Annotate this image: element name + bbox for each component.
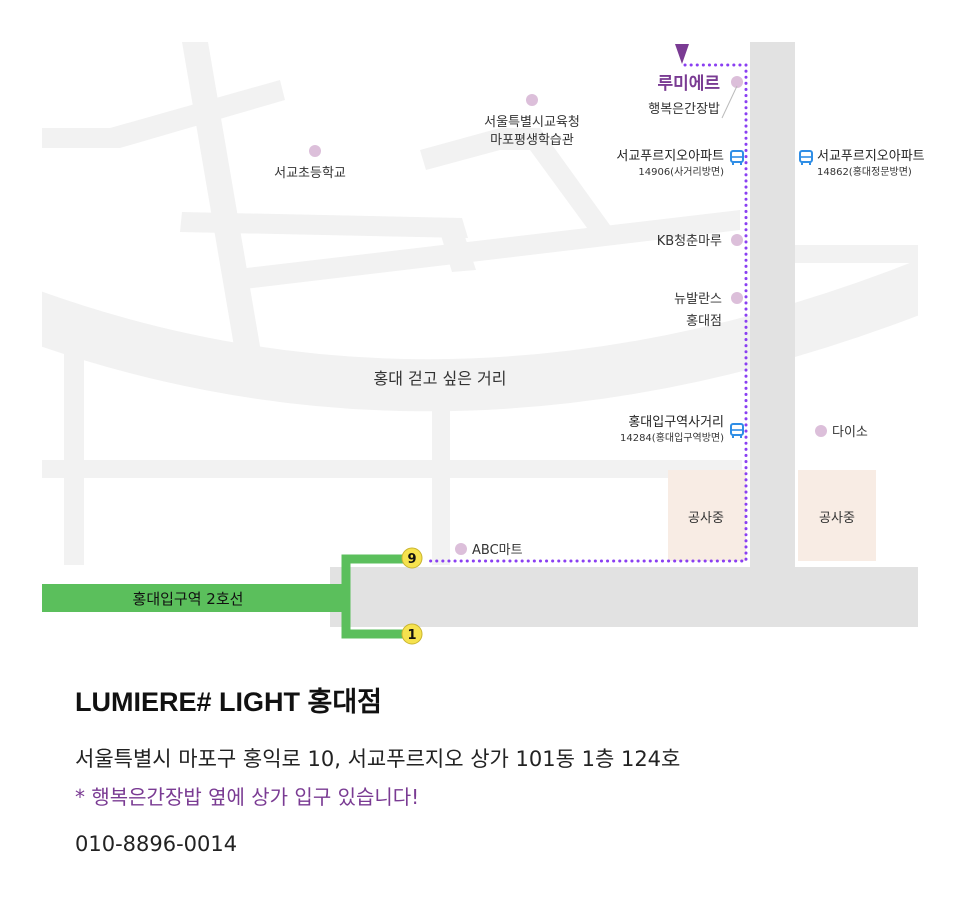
bus-stop-west: 서교푸르지오아파트 14906(사거리방면) xyxy=(616,149,744,178)
subway-exit-connector xyxy=(341,554,412,639)
subway-line-label: 홍대입구역 2호선 xyxy=(133,590,244,608)
exit-9-badge[interactable]: 9 xyxy=(401,547,423,569)
svg-text:9: 9 xyxy=(407,552,416,567)
svg-text:14284(홍대입구역방면): 14284(홍대입구역방면) xyxy=(620,431,724,444)
horizontal-road xyxy=(330,567,918,627)
poi-daiso: 다이소 xyxy=(815,425,868,440)
poi-learning-center: 서울특별시교육청 마포평생학습관 xyxy=(484,94,580,148)
vertical-road xyxy=(750,42,795,627)
destination-neighbor-label: 행복은간장밥 xyxy=(648,101,720,117)
poi-new-balance: 뉴발란스 홍대점 xyxy=(674,292,743,329)
bus-stop-east: 서교푸르지오아파트 14862(홍대정문방면) xyxy=(799,149,925,178)
construction-label-1: 공사중 xyxy=(688,511,724,526)
svg-text:마포평생학습관: 마포평생학습관 xyxy=(490,133,574,148)
svg-text:서울특별시교육청: 서울특별시교육청 xyxy=(484,115,580,130)
store-info: LUMIERE# LIGHT 홍대점 서울특별시 마포구 홍익로 10, 서교푸… xyxy=(75,680,935,856)
location-map: 공사중 공사중 홍대 걷고 싶은 거리 홍대입구역 2호선 9 1 루미에르 행… xyxy=(42,42,925,645)
walking-street-label: 홍대 걷고 싶은 거리 xyxy=(373,369,506,388)
svg-text:14906(사거리방면): 14906(사거리방면) xyxy=(638,166,724,178)
entrance-notice: * 행복은간장밥 옆에 상가 입구 있습니다! xyxy=(75,785,420,809)
exit-1-badge[interactable]: 1 xyxy=(401,623,423,645)
svg-text:ABC마트: ABC마트 xyxy=(472,543,523,558)
store-address: 서울특별시 마포구 홍익로 10, 서교푸르지오 상가 101동 1층 124호 xyxy=(75,747,681,771)
svg-text:14862(홍대정문방면): 14862(홍대정문방면) xyxy=(817,165,912,178)
svg-text:홍대점: 홍대점 xyxy=(686,314,722,329)
walking-route xyxy=(423,63,748,563)
poi-kb-youth-hall: KB청춘마루 xyxy=(657,234,743,249)
construction-block-1 xyxy=(668,470,746,561)
svg-text:홍대입구역사거리: 홍대입구역사거리 xyxy=(628,415,724,430)
svg-text:다이소: 다이소 xyxy=(832,425,868,440)
construction-label-2: 공사중 xyxy=(819,511,855,526)
destination-marker[interactable]: 루미에르 행복은간장밥 xyxy=(648,74,743,119)
svg-text:서교푸르지오아파트: 서교푸르지오아파트 xyxy=(616,149,724,164)
svg-text:1: 1 xyxy=(407,628,416,643)
walkways xyxy=(42,42,918,565)
store-name: LUMIERE# LIGHT 홍대점 xyxy=(75,687,383,717)
svg-text:서교초등학교: 서교초등학교 xyxy=(274,166,346,181)
construction-block-2 xyxy=(798,470,876,561)
poi-seogyo-school: 서교초등학교 xyxy=(274,145,346,181)
phone-number[interactable]: 010-8896-0014 xyxy=(75,832,238,856)
route-start-arrow-icon xyxy=(675,44,689,64)
svg-text:KB청춘마루: KB청춘마루 xyxy=(657,234,722,249)
bus-stop-crossroad: 홍대입구역사거리 14284(홍대입구역방면) xyxy=(620,415,744,444)
map-background xyxy=(42,42,918,627)
destination-name: 루미에르 xyxy=(657,74,720,94)
svg-text:뉴발란스: 뉴발란스 xyxy=(674,292,722,307)
poi-abc-mart: ABC마트 xyxy=(455,543,523,558)
svg-text:서교푸르지오아파트: 서교푸르지오아파트 xyxy=(817,149,925,164)
subway-line-bar xyxy=(42,584,342,612)
